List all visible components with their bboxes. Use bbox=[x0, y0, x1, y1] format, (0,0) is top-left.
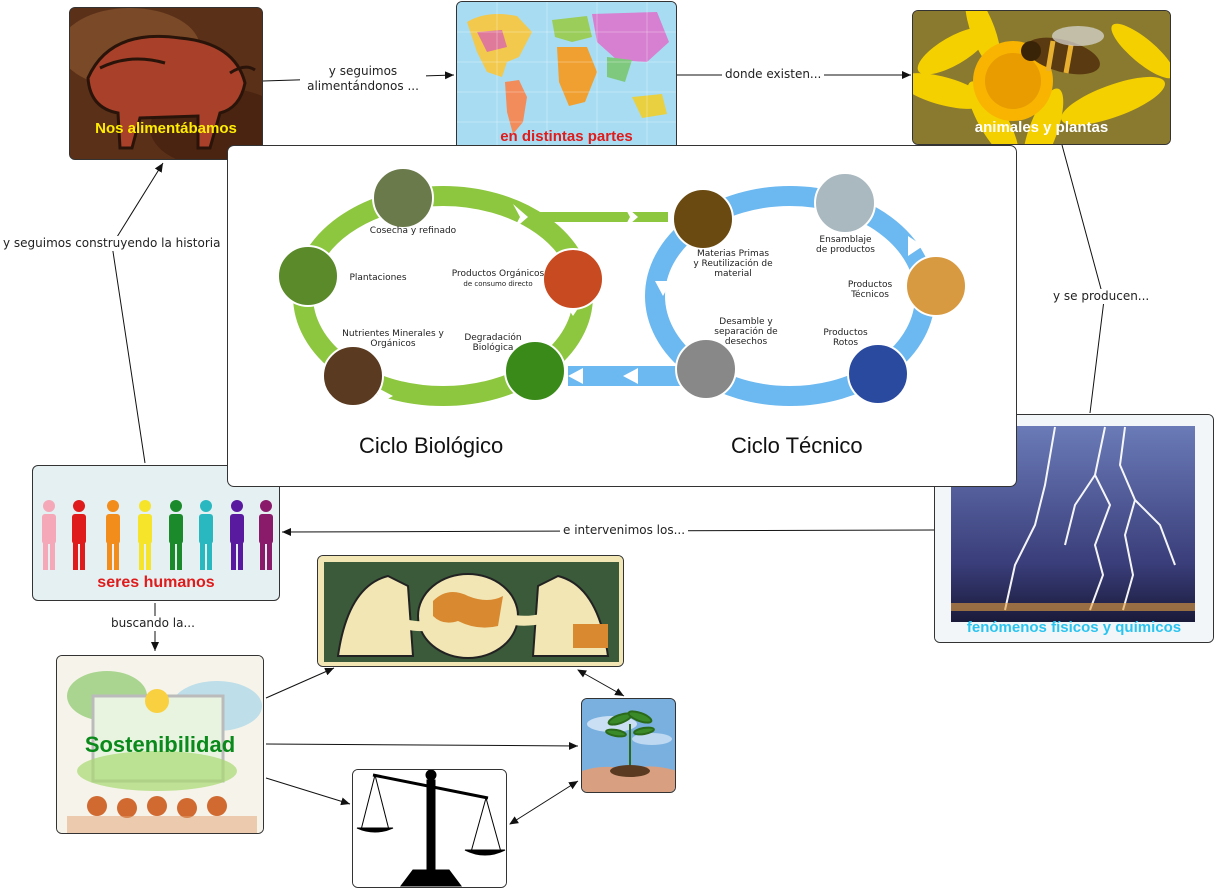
cycles-diagram[interactable]: Cosecha y refinado Plantaciones Producto… bbox=[227, 145, 1017, 487]
bee-on-flower-icon bbox=[913, 11, 1170, 144]
link-label-alimentandonos: y seguimos alimentándonos ... bbox=[300, 64, 426, 94]
link-sustain-globe bbox=[265, 667, 335, 699]
link-label-intervenimos: e intervenimos los... bbox=[560, 523, 689, 538]
label-nutrientes: Nutrientes Minerales y Orgánicos bbox=[342, 329, 444, 349]
label-productos-organicos-sub: de consumo directo bbox=[463, 280, 533, 288]
node-lightning[interactable]: fenómenos físicos y químicos bbox=[934, 414, 1214, 643]
node-caption: Sostenibilidad bbox=[84, 732, 236, 757]
label-productos-organicos: Productos Orgánicos de consumo directo bbox=[443, 269, 553, 289]
title-ciclo-biologico: Ciclo Biológico bbox=[359, 433, 504, 458]
node-world-map[interactable]: en distintas partes bbox=[456, 1, 677, 151]
node-sustainability[interactable]: Sostenibilidad bbox=[56, 655, 264, 834]
title-ciclo-tecnico: Ciclo Técnico bbox=[731, 433, 863, 458]
label-productos-tecnicos: Productos Técnicos bbox=[847, 280, 893, 300]
globe-scientists-icon bbox=[318, 556, 623, 666]
node-seedling[interactable] bbox=[581, 698, 676, 793]
link-nature-lightning bbox=[1061, 144, 1105, 414]
label-degradacion: Degradación Biológica bbox=[464, 333, 522, 353]
node-balance-scale[interactable] bbox=[352, 769, 507, 888]
human-figures-icon bbox=[42, 500, 273, 570]
cycles-arrows bbox=[277, 167, 967, 407]
label-productos-rotos: Productos Rotos bbox=[823, 328, 868, 348]
node-caption: fenómenos físicos y químicos bbox=[966, 619, 1182, 636]
node-cave-painting[interactable]: Nos alimentábamos bbox=[69, 7, 263, 160]
seedling-in-hands-icon bbox=[582, 699, 675, 792]
node-globe-scientists[interactable] bbox=[317, 555, 624, 667]
link-label-donde-existen: donde existen... bbox=[722, 67, 825, 82]
link-globe-seedling bbox=[577, 669, 625, 697]
node-caption: animales y plantas bbox=[974, 119, 1109, 136]
link-humans-cave bbox=[111, 162, 164, 464]
link-label-buscando: buscando la... bbox=[108, 616, 198, 631]
label-desamble: Desamble y separación de desechos bbox=[714, 317, 778, 347]
node-humans[interactable]: seres humanos bbox=[32, 465, 280, 601]
node-animals-plants[interactable]: animales y plantas bbox=[912, 10, 1171, 145]
node-caption: en distintas partes bbox=[500, 128, 633, 145]
label-productos-organicos-main: Productos Orgánicos bbox=[451, 269, 545, 279]
label-cosecha: Cosecha y refinado bbox=[369, 226, 457, 236]
node-caption: Nos alimentábamos bbox=[95, 120, 237, 137]
label-ensamblaje: Ensamblaje de productos bbox=[816, 235, 875, 255]
bison-cave-painting-icon bbox=[70, 8, 262, 159]
balance-scale-icon bbox=[353, 770, 506, 887]
link-label-historia: y seguimos construyendo la historia bbox=[0, 236, 224, 251]
label-plantaciones: Plantaciones bbox=[349, 273, 407, 283]
node-caption: seres humanos bbox=[97, 574, 215, 591]
world-map-icon bbox=[457, 2, 676, 150]
link-label-se-producen: y se producen... bbox=[1050, 289, 1153, 304]
link-sustain-seedling bbox=[265, 741, 579, 750]
sustainability-drawing-icon bbox=[57, 656, 263, 833]
label-materias: Materias Primas y Reutilización de mater… bbox=[693, 249, 773, 279]
link-scale-seedling bbox=[509, 780, 579, 825]
link-sustain-scale bbox=[265, 777, 351, 806]
